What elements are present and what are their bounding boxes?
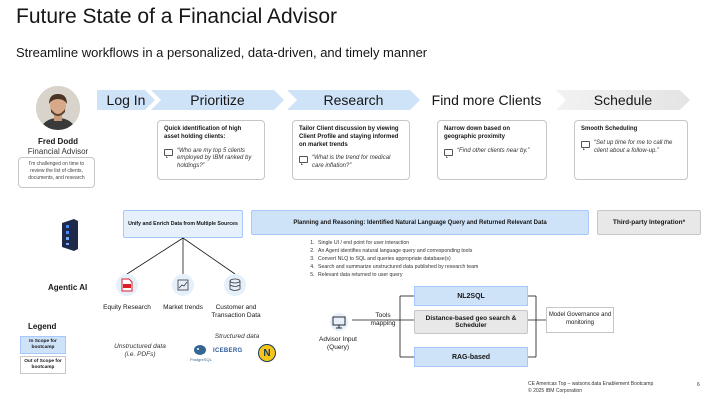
pdf-icon	[116, 274, 138, 296]
tool-geo-search: Distance-based geo search & Scheduler	[414, 310, 528, 334]
unstructured-note: Unstructured data (i.e. PDFs)	[114, 343, 166, 359]
tool-nl2sql: NL2SQL	[414, 286, 528, 306]
legend-out-scope: Out of Scope for bootcamp	[20, 356, 66, 374]
monitor-icon	[329, 313, 349, 336]
database-icon	[224, 274, 246, 296]
stage-find-clients: Find more Clients	[420, 90, 553, 110]
chat-icon	[581, 140, 590, 150]
source-market-trends: Market trends	[163, 304, 203, 311]
person-photo-icon	[36, 86, 80, 130]
stage-research: Research	[287, 90, 420, 110]
advisor-input-label: Advisor Input (Query)	[319, 336, 357, 352]
page-number: 6	[697, 382, 700, 388]
step-item: Relevant data returned to user query	[316, 271, 546, 279]
structured-note: Structured data	[214, 333, 260, 340]
page-title: Future State of a Financial Advisor	[16, 5, 337, 28]
footer-text: CE Americas Top – watsonx.data Enablemen…	[528, 381, 653, 395]
stage-schedule-label: Schedule	[593, 92, 653, 108]
netezza-logo: N	[258, 344, 276, 362]
legend-in-scope: In Scope for bootcamp	[20, 336, 66, 354]
legend-title: Legend	[28, 322, 57, 331]
planning-reasoning-bar: Planning and Reasoning: Identified Natur…	[251, 210, 589, 235]
model-governance-box: Model Governance and monitoring	[546, 307, 614, 333]
chat-icon	[164, 148, 173, 158]
card-heading: Smooth Scheduling	[581, 126, 638, 132]
card-heading: Narrow down based on geographic proximit…	[444, 126, 511, 140]
iceberg-logo: ICEBERG	[213, 348, 243, 354]
stage-login-label: Log In	[106, 92, 146, 108]
tool-rag: RAG-based	[414, 347, 528, 367]
postgresql-label: PostgreSQL	[190, 357, 212, 362]
stage-research-label: Research	[323, 92, 384, 108]
chat-icon	[444, 148, 453, 158]
card-heading: Quick identification of high asset holdi…	[164, 126, 242, 140]
step-item: An Agent identifies natural language que…	[316, 247, 546, 255]
avatar	[36, 86, 80, 130]
step-item: Single UI / end point for user interacti…	[316, 239, 546, 247]
card-prioritize: Quick identification of high asset holdi…	[157, 120, 265, 180]
card-schedule: Smooth Scheduling “Set up time for me to…	[574, 120, 688, 180]
agentic-ai-icon	[58, 217, 82, 258]
advisor-pain-point: I'm challenged on time to review the lis…	[18, 157, 95, 188]
stage-prioritize: Prioritize	[151, 90, 284, 110]
footer-line2: © 2025 IBM Corporation	[528, 387, 582, 394]
stage-schedule: Schedule	[556, 90, 690, 110]
advisor-role: Financial Advisor	[27, 147, 89, 156]
card-quote: “Set up time for me to call the client a…	[594, 139, 673, 154]
step-item: Search and summarize unstructured data p…	[316, 263, 546, 271]
source-customer-data: Customer and Transaction Data	[211, 304, 261, 320]
card-quote: “What is the trend for medical care infl…	[312, 155, 391, 170]
tools-mapping-label: Tools mapping	[370, 312, 396, 328]
step-item: Convert NLQ to SQL and queries appropria…	[316, 255, 546, 263]
stage-prioritize-label: Prioritize	[190, 92, 245, 108]
page-subtitle: Streamline workflows in a personalized, …	[16, 45, 428, 60]
card-quote: “Who are my top 5 clients employed by IB…	[177, 147, 252, 170]
postgresql-logo: PostgreSQL	[190, 344, 212, 362]
steps-list: Single UI / end point for user interacti…	[306, 239, 546, 279]
chart-icon	[172, 274, 194, 296]
card-heading: Tailor Client discussion by viewing Clie…	[299, 126, 399, 148]
third-party-integration: Third-party Integration*	[597, 210, 701, 235]
chat-icon	[299, 156, 308, 166]
footer-line1: CE Americas Top – watsonx.data Enablemen…	[528, 381, 654, 387]
card-find-clients: Narrow down based on geographic proximit…	[437, 120, 547, 180]
stage-login: Log In	[97, 90, 155, 110]
card-quote: “Find other clients near by.”	[457, 147, 530, 154]
agentic-ai-label: Agentic AI	[48, 283, 88, 292]
advisor-name: Fred Dodd	[38, 137, 78, 146]
stage-find-clients-label: Find more Clients	[431, 92, 542, 108]
unify-data-box: Unify and Enrich Data from Multiple Sour…	[123, 210, 243, 238]
source-equity-research: Equity Research	[103, 304, 151, 311]
card-research: Tailor Client discussion by viewing Clie…	[292, 120, 410, 180]
